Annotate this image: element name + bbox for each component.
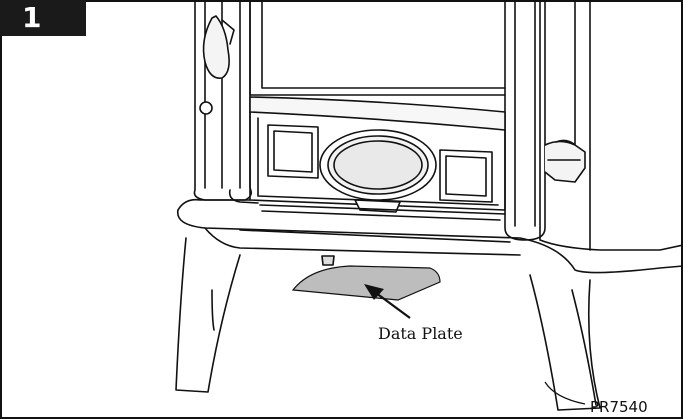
data-plate-label: Data Plate [378, 324, 463, 343]
right-leg [529, 274, 601, 411]
door-right-column [504, 0, 546, 241]
stove-base [176, 209, 683, 274]
stove-side-panel [539, 0, 683, 251]
data-plate [291, 265, 441, 301]
step-number-badge: 1 [0, 0, 86, 36]
left-leg [175, 237, 241, 393]
left-vent [267, 124, 319, 179]
part-number-label: PR7540 [590, 398, 648, 416]
door-latch [544, 140, 586, 183]
right-vent [439, 149, 493, 203]
arrow-pointer-icon [364, 284, 411, 319]
part-number-leader [544, 381, 586, 405]
door-handle [202, 15, 230, 79]
